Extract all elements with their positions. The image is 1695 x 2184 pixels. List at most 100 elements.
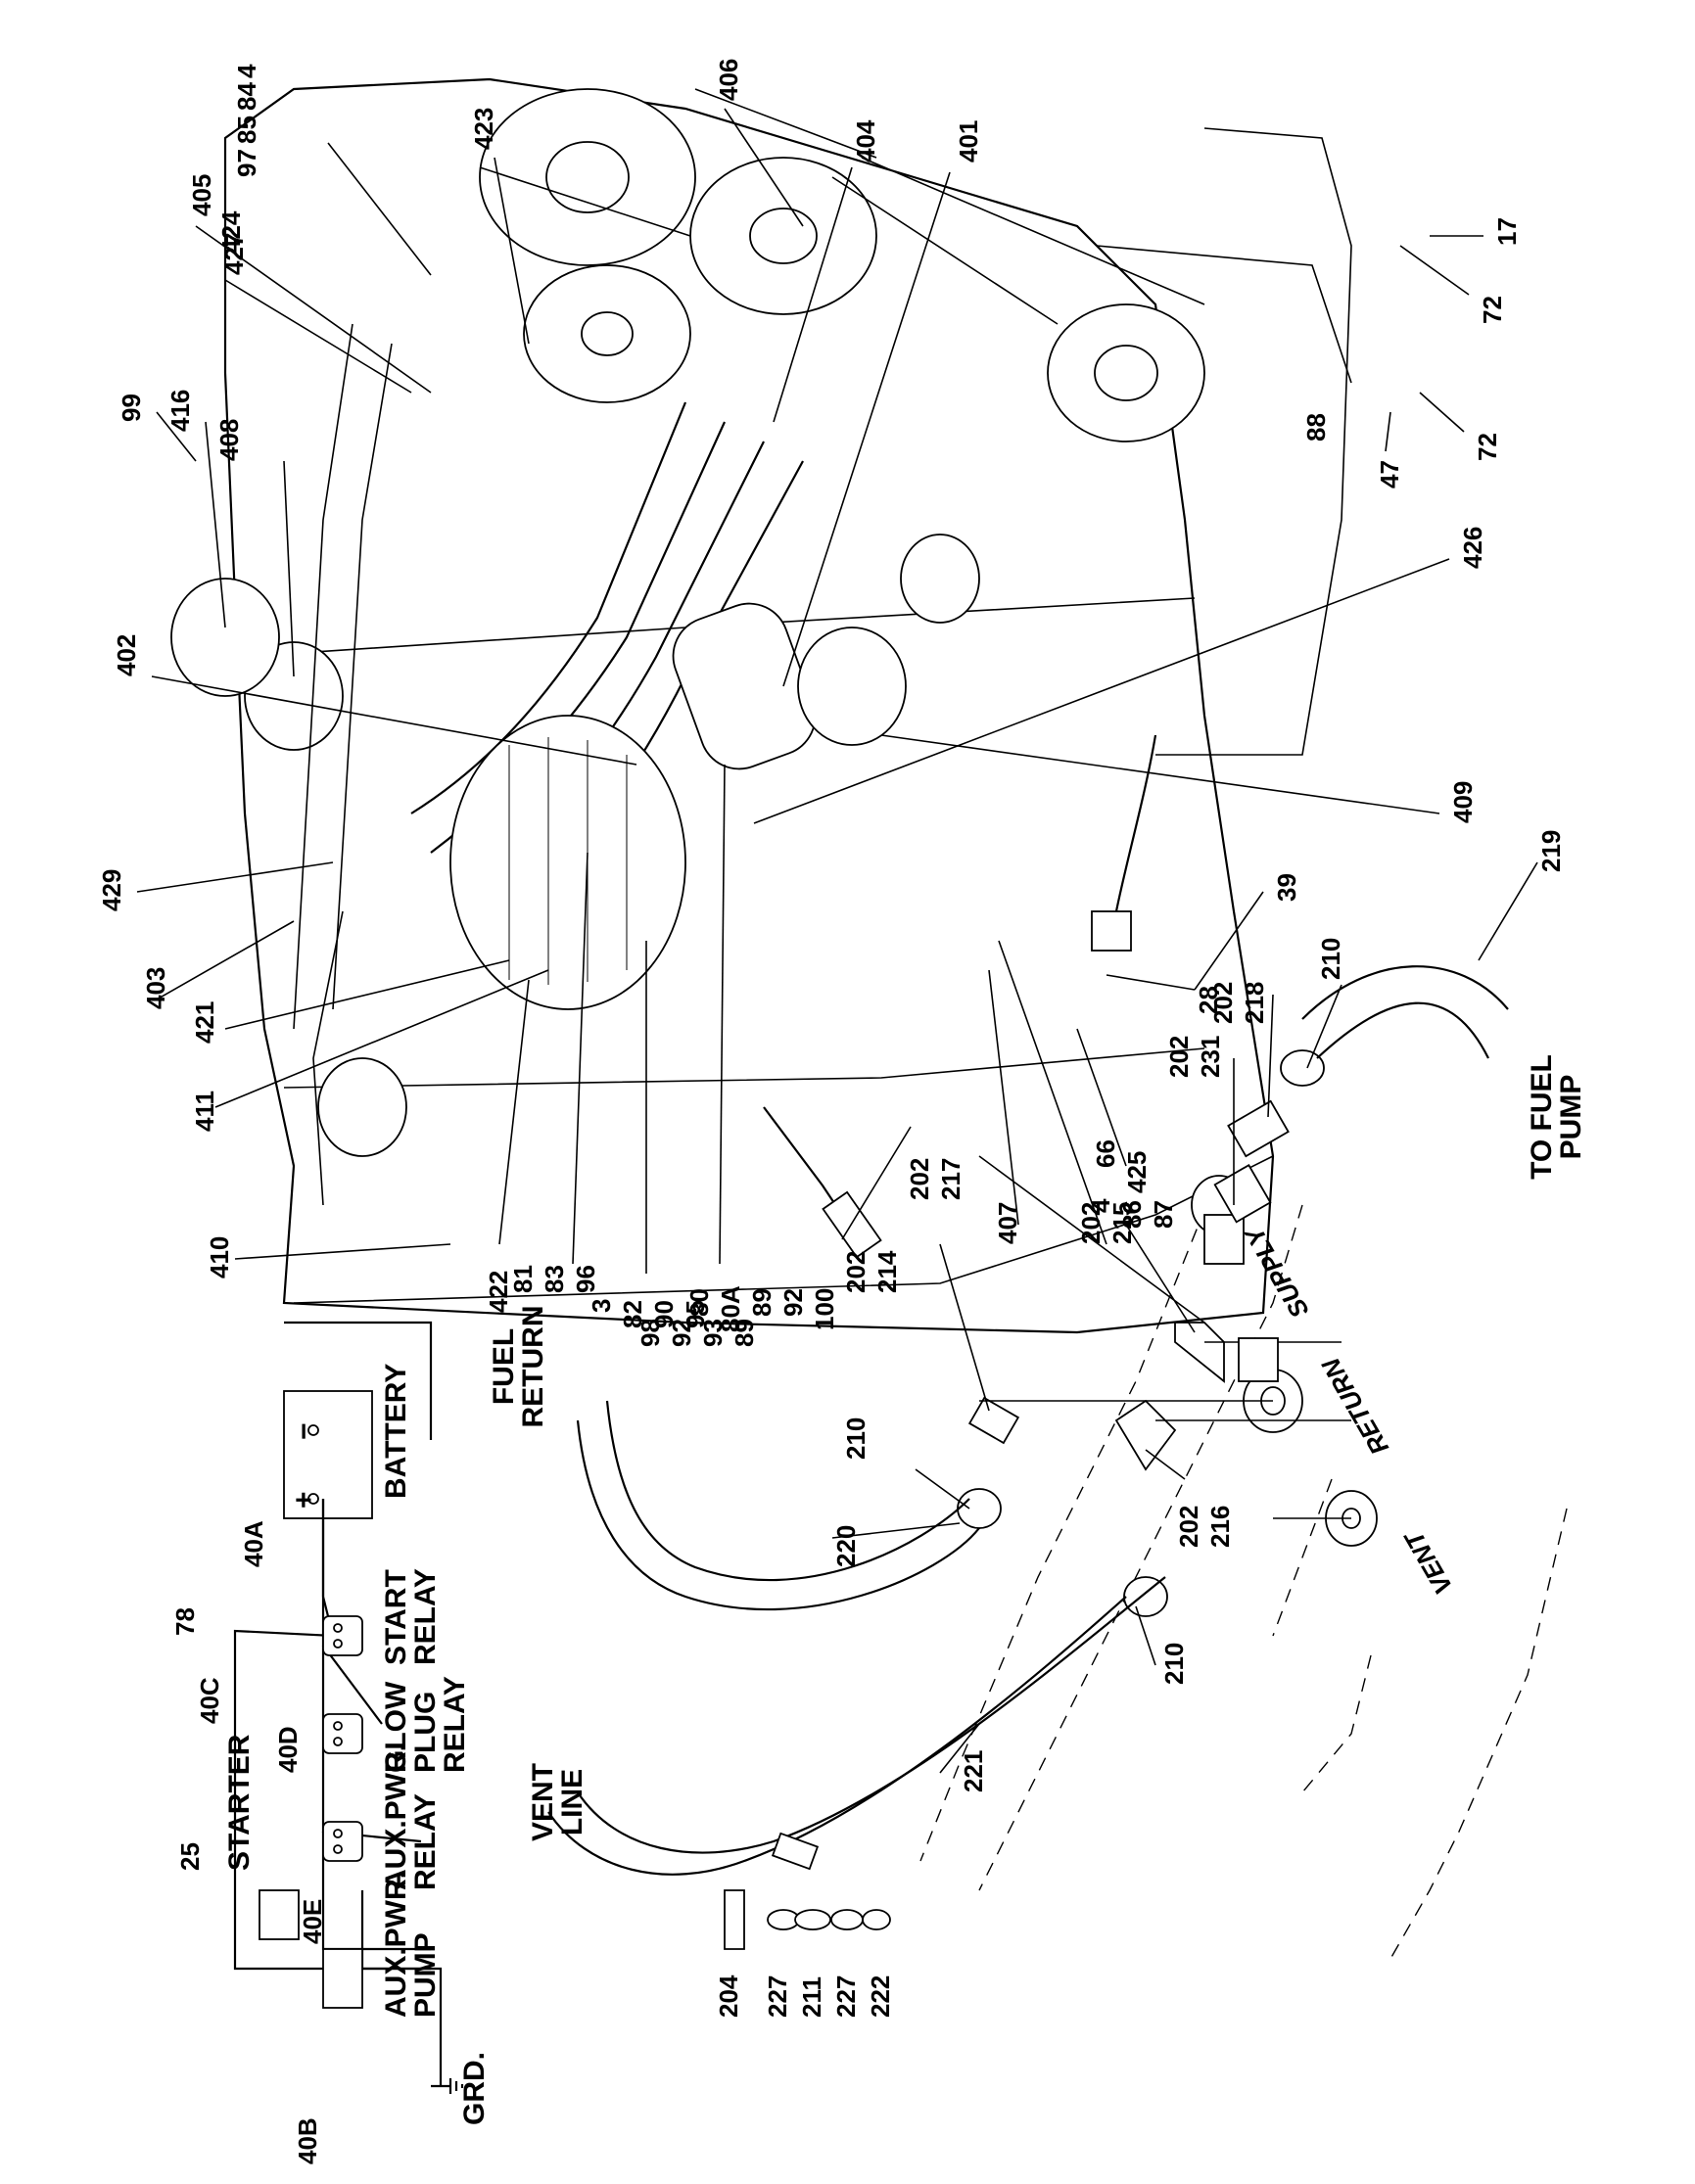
leader-lines bbox=[136, 108, 1483, 1274]
aux-pwr-relay bbox=[322, 1821, 363, 1862]
callout-221: 221 bbox=[959, 1749, 988, 1792]
belt-1 bbox=[831, 157, 1205, 325]
callout-404: 404 bbox=[851, 119, 880, 163]
fitting-215 bbox=[1238, 1337, 1279, 1382]
hose-221 bbox=[547, 1596, 1127, 1876]
cap-416 bbox=[170, 578, 280, 697]
callout-72-lower: 72 bbox=[1473, 433, 1502, 461]
fitting-28 bbox=[1091, 910, 1132, 952]
fuel-filter-bowl bbox=[797, 627, 907, 746]
callout-17: 17 bbox=[1492, 217, 1522, 246]
label-vent-line: VENT LINE bbox=[527, 1763, 589, 1842]
wire-label-78: 78 bbox=[170, 1607, 200, 1636]
callout-402: 402 bbox=[112, 633, 141, 676]
wire-40B bbox=[431, 1967, 443, 2086]
starter-box bbox=[259, 1889, 300, 1940]
wire-label-40B: 40B bbox=[293, 2117, 322, 2164]
sensor-lead bbox=[763, 1106, 843, 1216]
nut-222 bbox=[862, 1909, 891, 1930]
callout-202-218: 202 218 bbox=[1208, 981, 1269, 1024]
callout-202-215: 202 215 bbox=[1076, 1201, 1137, 1244]
callout-409: 409 bbox=[1448, 780, 1478, 823]
callout-411: 411 bbox=[190, 1091, 219, 1132]
mount-plate bbox=[1155, 127, 1352, 756]
fuel-pump-body bbox=[900, 534, 980, 624]
callout-227-a: 227 bbox=[763, 1975, 792, 2018]
callout-47: 47 bbox=[1375, 460, 1404, 488]
wire-label-40D: 40D bbox=[273, 1726, 303, 1773]
callout-202-216: 202 216 bbox=[1174, 1505, 1235, 1548]
callout-219: 219 bbox=[1536, 829, 1566, 872]
hose-220 bbox=[576, 1419, 980, 1611]
ground-symbol bbox=[431, 2078, 464, 2094]
hose-219 bbox=[1316, 1001, 1489, 1059]
label-start-relay: START RELAY bbox=[380, 1568, 442, 1665]
fitting-218 bbox=[1227, 1099, 1290, 1158]
schematic-drawing bbox=[233, 1321, 464, 2094]
callout-72-upper: 72 bbox=[1478, 296, 1507, 324]
bolt-204 bbox=[724, 1889, 745, 1950]
callout-407: 407 bbox=[993, 1201, 1022, 1244]
elbow-217 bbox=[1174, 1322, 1225, 1383]
callout-406: 406 bbox=[714, 58, 743, 101]
label-starter: STARTER bbox=[223, 1734, 256, 1871]
callout-99: 99 bbox=[117, 394, 146, 422]
label-battery-plus: + bbox=[288, 1491, 320, 1509]
wire-battery-neg bbox=[284, 1321, 433, 1440]
wire-label-40E: 40E bbox=[298, 1898, 327, 1944]
panel-edge-1 bbox=[978, 1204, 1303, 1891]
callout-227-b: 227 bbox=[831, 1975, 861, 2018]
callout-220: 220 bbox=[831, 1524, 861, 1567]
callout-427: 427 bbox=[219, 232, 249, 275]
callout-429: 429 bbox=[97, 868, 126, 911]
callout-426: 426 bbox=[1458, 526, 1487, 569]
label-ground: GRD. bbox=[458, 2052, 491, 2125]
label-aux-pwr-pump: AUX.PWR. PUMP bbox=[380, 1871, 442, 2018]
battery-box bbox=[283, 1390, 373, 1519]
starter-end bbox=[317, 1057, 407, 1157]
panel-edge-2 bbox=[919, 1185, 1215, 1862]
aux-pump-box bbox=[322, 1948, 363, 2009]
start-relay bbox=[322, 1615, 363, 1656]
callout-423: 423 bbox=[469, 107, 498, 150]
callout-421: 421 bbox=[190, 1000, 219, 1044]
elbow-216 bbox=[1114, 1399, 1177, 1471]
injection-line-1 bbox=[410, 401, 687, 814]
hose-39 bbox=[1114, 734, 1157, 912]
callout-210-a: 210 bbox=[1316, 937, 1345, 980]
washer-227b bbox=[830, 1909, 864, 1930]
clamp-210c bbox=[1123, 1576, 1168, 1617]
fitting-231 bbox=[1213, 1163, 1272, 1224]
callout-202-214: 202 214 bbox=[841, 1250, 902, 1293]
callout-98-92-93-89: 98 92 93 89 bbox=[636, 1319, 759, 1347]
wire-label-40A: 40A bbox=[239, 1520, 268, 1567]
callout-39: 39 bbox=[1272, 873, 1301, 902]
panel-edge-3 bbox=[1389, 1508, 1568, 1960]
label-fuel-return: FUEL RETURN bbox=[488, 1305, 549, 1428]
label-to-fuel-pump: TO FUEL PUMP bbox=[1526, 1054, 1587, 1180]
callout-403: 403 bbox=[141, 966, 170, 1009]
fitting-supply-base bbox=[1203, 1214, 1245, 1265]
callout-211: 211 bbox=[797, 1976, 826, 2018]
clamp-210b bbox=[957, 1488, 1002, 1529]
callout-88: 88 bbox=[1301, 413, 1331, 441]
wire-78 bbox=[321, 1499, 383, 1725]
callout-401: 401 bbox=[954, 119, 983, 163]
callout-202-217: 202 217 bbox=[905, 1157, 965, 1200]
callout-204: 204 bbox=[714, 1975, 743, 2018]
wire-label-40C: 40C bbox=[195, 1677, 224, 1724]
clamp-211 bbox=[794, 1909, 831, 1930]
callout-210-c: 210 bbox=[1159, 1642, 1189, 1685]
hose-clamp-211 bbox=[771, 1832, 820, 1871]
nipple-214 bbox=[967, 1396, 1020, 1445]
fuel-panel-drawing bbox=[547, 861, 1568, 1960]
label-aux-pwr-relay: AUX.PWR. RELAY bbox=[380, 1743, 442, 1890]
callout-210-b: 210 bbox=[841, 1417, 871, 1460]
callout-222: 222 bbox=[866, 1975, 895, 2018]
label-battery: BATTERY bbox=[380, 1363, 412, 1499]
engine-drawing bbox=[170, 77, 1352, 1334]
callout-410: 410 bbox=[205, 1235, 234, 1278]
belt-2 bbox=[479, 88, 877, 237]
